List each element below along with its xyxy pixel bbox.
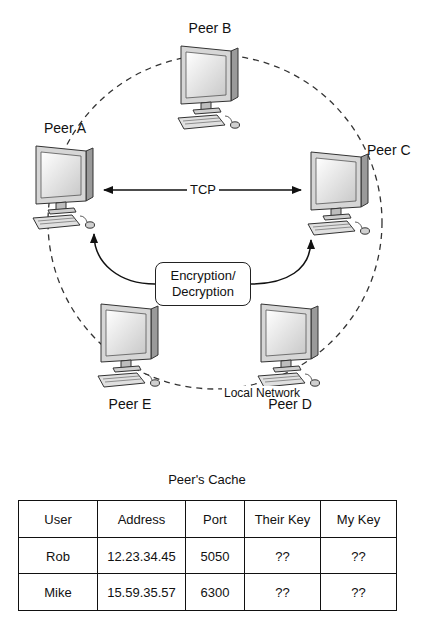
peer-computer: Peer B — [175, 42, 245, 132]
peer-label: Peer C — [367, 142, 411, 158]
edge-label-wrap: TCP — [187, 182, 219, 198]
cell-text: ?? — [275, 549, 289, 564]
cell-text: Mike — [44, 585, 71, 600]
network-ring — [48, 55, 382, 389]
process-box: Encryption/ Decryption — [155, 262, 251, 306]
peer-label-wrap: Peer B — [189, 20, 232, 36]
table-cell: 5050 — [185, 537, 245, 575]
table-title-wrap: Peer's Cache — [168, 472, 246, 488]
table-header-cell: Port — [185, 500, 245, 538]
cell-text: My Key — [337, 512, 380, 527]
peer-label: Peer E — [109, 396, 152, 412]
computer-icon — [305, 148, 375, 238]
table-header-cell: My Key — [320, 500, 397, 538]
peer-label-wrap: Peer A — [44, 120, 86, 136]
peer-label-wrap: Peer C — [367, 142, 411, 158]
table-cell: 12.23.34.45 — [97, 537, 186, 575]
table-header-cell: User — [18, 500, 98, 538]
peer-label: Peer D — [268, 396, 312, 412]
cell-text: 12.23.34.45 — [107, 549, 176, 564]
computer-icon — [95, 300, 165, 390]
computer-icon — [255, 300, 325, 390]
table-cell: Mike — [18, 573, 98, 611]
peer-computer: Peer E — [95, 300, 165, 390]
cell-text: Rob — [46, 549, 70, 564]
cell-text: User — [44, 512, 71, 527]
table-cell: Rob — [18, 537, 98, 575]
peer-label: Peer B — [189, 20, 232, 36]
cell-text: ?? — [275, 585, 289, 600]
cell-text: ?? — [351, 549, 365, 564]
table-cell: ?? — [320, 537, 397, 575]
peer-computer: Peer A — [30, 142, 100, 232]
cell-text: Their Key — [255, 512, 311, 527]
computer-icon — [175, 42, 245, 132]
table-cell: ?? — [244, 573, 321, 611]
peer-label-wrap: Peer D — [268, 396, 312, 412]
box-text: Encryption/ Decryption — [162, 268, 244, 300]
peer-computer: Peer C — [305, 148, 375, 238]
cell-text: 6300 — [201, 585, 230, 600]
connector — [94, 234, 155, 284]
table-title: Peer's Cache — [168, 472, 246, 487]
table-header-cell: Their Key — [244, 500, 321, 538]
table-cell: 6300 — [185, 573, 245, 611]
peer-computer: Peer D — [255, 300, 325, 390]
computer-icon — [30, 142, 100, 232]
cell-text: Port — [203, 512, 227, 527]
connector — [251, 240, 311, 284]
cell-text: 15.59.35.57 — [107, 585, 176, 600]
edge-label: TCP — [187, 182, 219, 197]
cell-text: 5050 — [201, 549, 230, 564]
table-header-cell: Address — [97, 500, 186, 538]
table-cell: 15.59.35.57 — [97, 573, 186, 611]
cell-text: ?? — [351, 585, 365, 600]
peer-label: Peer A — [44, 120, 86, 136]
cell-text: Address — [118, 512, 166, 527]
table-cell: ?? — [244, 537, 321, 575]
table-cell: ?? — [320, 573, 397, 611]
peer-label-wrap: Peer E — [109, 396, 152, 412]
